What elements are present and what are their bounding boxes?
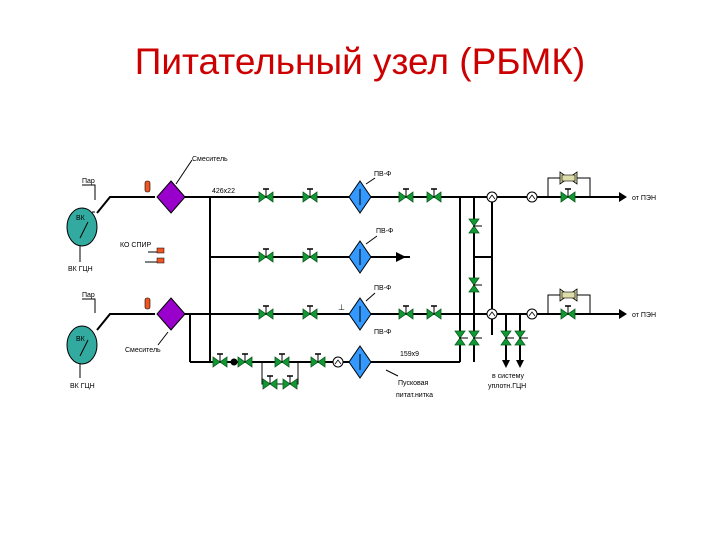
sampler-icon bbox=[144, 297, 151, 310]
to-system-label-1: в систему bbox=[492, 373, 524, 380]
mixer-top-icon bbox=[156, 180, 186, 214]
separator-bottom: Пар ВК ВК ГЦН bbox=[66, 292, 98, 390]
pipe-size-label: 426х22 bbox=[212, 188, 235, 195]
to-system-label-2: уплотн.ГЦН bbox=[488, 383, 526, 390]
mixer-bottom-icon bbox=[156, 297, 186, 331]
bk-top-label: ВК bbox=[76, 215, 86, 222]
bk-bottom-label: ВК bbox=[76, 336, 86, 343]
separator-top-icon bbox=[66, 207, 98, 247]
pv3-label: ПВ-Ф bbox=[374, 285, 391, 292]
svg-text:⊥: ⊥ bbox=[338, 303, 345, 312]
line-159-label: 159х9 bbox=[400, 351, 419, 358]
sampler-icon bbox=[144, 180, 151, 193]
pv2-label: ПВ-Ф bbox=[376, 228, 393, 235]
check-valve-top-icon bbox=[559, 171, 578, 185]
pump-top-label: от ПЭН bbox=[632, 195, 656, 202]
mixer-bottom-label: Смеситель bbox=[125, 347, 161, 354]
pump-bottom-label: от ПЭН bbox=[632, 312, 656, 319]
bk-gcn-top-label: ВК ГЦН bbox=[68, 266, 93, 273]
steam-top-label: Пар bbox=[82, 178, 95, 185]
pv4-label: ПВ-Ф bbox=[374, 329, 391, 336]
separator-bottom-icon bbox=[66, 325, 98, 365]
slide-title: Питательный узел (РБМК) bbox=[134, 41, 586, 82]
start-line-label-2: питат.нитка bbox=[396, 392, 433, 399]
start-line-label-1: Пусковая bbox=[398, 380, 429, 387]
ko-spir-label: КО СПИР bbox=[120, 242, 152, 249]
pv1-label: ПВ-Ф bbox=[374, 171, 391, 178]
steam-bottom-label: Пар bbox=[82, 292, 95, 299]
check-valve-bottom-icon bbox=[559, 288, 578, 302]
bk-gcn-bottom-label: ВК ГЦН bbox=[70, 383, 95, 390]
mixer-top-label: Смеситель bbox=[192, 156, 228, 163]
separator-top: Пар ВК ВК ГЦН bbox=[66, 178, 98, 273]
